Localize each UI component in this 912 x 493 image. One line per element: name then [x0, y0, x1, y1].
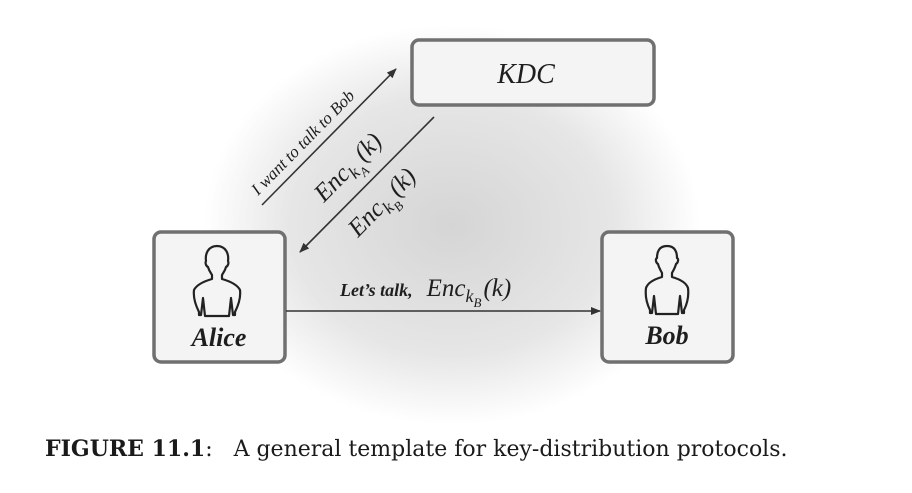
alice-person-icon [192, 244, 242, 318]
message-lets-talk: Let’s talk, EnckB(k) [339, 275, 511, 310]
caption-label: FIGURE 11.1 [45, 436, 206, 462]
bob-person-icon [644, 244, 690, 316]
alice-label: Alice [190, 323, 247, 352]
bob-box [600, 230, 735, 364]
bob-node: Bob [600, 230, 735, 364]
svg-text:Let’s talk, Enc: Let’s talk, EnckB(k) [339, 275, 511, 310]
background-halo [204, 25, 700, 425]
caption-separator: : [205, 437, 213, 462]
arrow-alice-to-kdc [261, 68, 397, 206]
alice-box [152, 230, 287, 364]
arrow-kdc-to-alice [299, 116, 435, 253]
lets-talk-arg: (k) [483, 275, 511, 302]
lets-talk-sub-b: B [474, 295, 482, 310]
lets-talk-enc-prefix: Enc [426, 275, 466, 302]
key-distribution-diagram: KDC Alice Bob I want to talk to Bob Enck… [152, 25, 735, 425]
lets-talk-label: Let’s talk, [339, 280, 413, 300]
kdc-label: KDC [496, 59, 555, 90]
figure-caption: FIGURE 11.1: A general template for key-… [45, 436, 905, 462]
lets-talk-sub-k: k [466, 286, 475, 306]
alice-node: Alice [152, 230, 287, 364]
bob-label: Bob [644, 321, 688, 350]
caption-text: A general template for key-distribution … [233, 437, 788, 462]
kdc-box [410, 38, 656, 107]
kdc-node: KDC [410, 38, 656, 107]
